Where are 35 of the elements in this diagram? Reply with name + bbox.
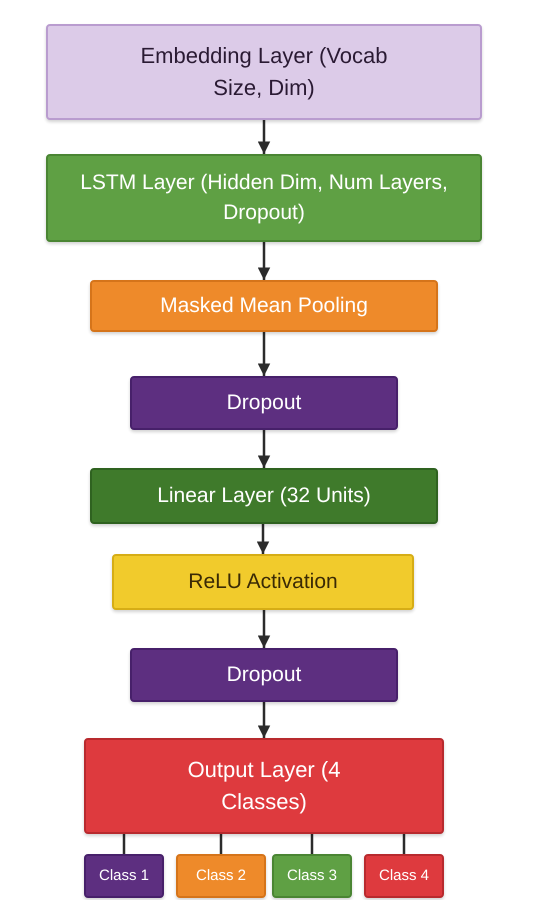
arrow [256, 524, 270, 554]
layer-label: Linear Layer (32 Units) [157, 482, 371, 509]
layer-box [46, 154, 482, 242]
connector-line [220, 834, 222, 854]
layer-box [272, 854, 352, 898]
layer-box [84, 738, 444, 834]
layer-label: Class 2 [196, 866, 246, 886]
arrow [258, 242, 270, 280]
layer-label: Class 4 [378, 866, 430, 886]
arrow [258, 430, 270, 468]
layer-box [176, 854, 266, 898]
layer-label: Masked Mean Pooling [160, 292, 368, 319]
layer-label: Class 3 [286, 866, 338, 886]
layer-box [130, 376, 398, 430]
arrow [258, 332, 270, 376]
layer-label: Class 1 [98, 866, 150, 886]
layer-box [90, 468, 438, 524]
layer-label: Dropout [226, 662, 302, 688]
layer-label: Embedding Layer (Vocab Size, Dim) [139, 42, 389, 102]
arrow [258, 120, 270, 154]
layer-label: ReLU Activation [188, 568, 338, 595]
layer-label: Dropout [226, 390, 302, 416]
connector-line [310, 834, 314, 854]
layer-box [112, 554, 414, 610]
arrow [258, 610, 270, 648]
layer-label: LSTM Layer (Hidden Dim, Num Layers, Dropout) [79, 170, 449, 226]
arrow [258, 702, 270, 738]
connector-line [402, 834, 406, 854]
layer-box [84, 854, 164, 898]
layer-label: Output Layer (4 Classes) [186, 756, 342, 816]
layer-box [46, 24, 482, 120]
layer-box [130, 648, 398, 702]
layer-box [90, 280, 438, 332]
connector-line [122, 834, 126, 854]
layer-box [364, 854, 444, 898]
